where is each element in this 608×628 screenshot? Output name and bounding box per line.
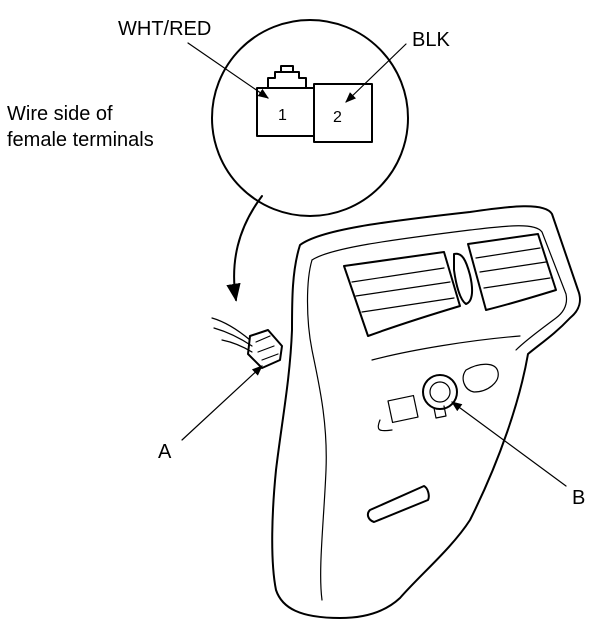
wht-red-leader [187,42,269,99]
detail-circle [211,19,409,217]
wire-label-wht-red: WHT/RED [118,18,211,40]
callout-a-leader [181,365,263,441]
vent-right [467,233,557,311]
side-note-line2: female terminals [7,129,154,151]
blk-leader [345,43,407,103]
wire-label-blk: BLK [412,29,450,51]
terminal-2-number: 2 [333,109,342,126]
vent-divider [453,252,474,305]
vent-left [343,251,461,337]
connector-a [211,317,283,369]
switch-left [387,394,419,424]
power-outlet-b [422,374,458,410]
callout-a-label: A [158,441,172,463]
side-note-line1: Wire side of [7,103,113,125]
lower-slot [366,485,430,523]
console-panel [271,205,581,619]
switch-right [462,363,499,393]
connector-face-detail: 1 2 [256,65,373,143]
terminal-2-cavity [313,83,373,143]
detail-to-connector-leader [226,195,263,302]
terminal-1-number: 1 [278,107,287,124]
callout-b-label: B [572,487,585,509]
callout-b-leader [451,401,567,487]
